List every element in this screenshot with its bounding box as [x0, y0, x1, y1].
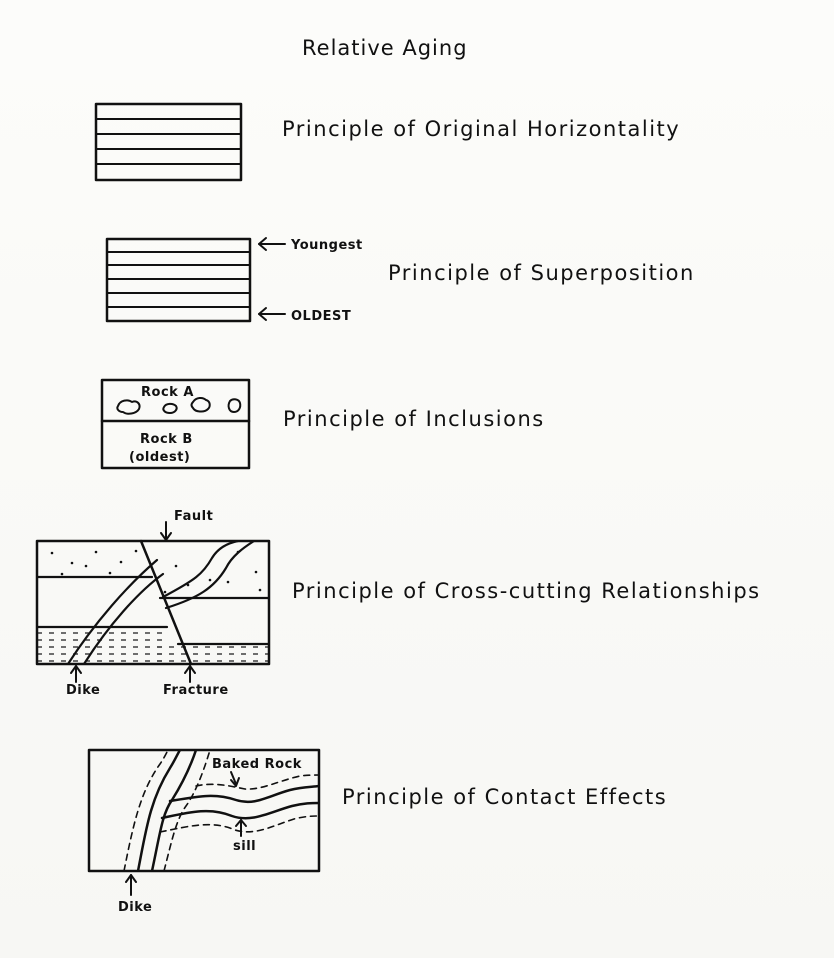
contact-effects-diagram: [87, 748, 321, 896]
inclusion-fragment: [227, 398, 242, 413]
dike-callout-2: Dike: [118, 900, 152, 915]
dike-callout: Dike: [66, 683, 100, 698]
crosscutting-diagram: [35, 521, 271, 683]
inclusion-fragment: [162, 402, 178, 414]
inclusion-fragment: [190, 396, 211, 413]
horizontality-label: Principle of Original Horizontality: [282, 117, 680, 141]
rock-b-label: Rock B: [140, 432, 193, 447]
baked-rock-callout: Baked Rock: [212, 757, 302, 772]
oldest-arrow: [258, 307, 286, 321]
superposition-label: Principle of Superposition: [388, 261, 695, 285]
rock-b-note: (oldest): [129, 450, 190, 465]
fracture-callout: Fracture: [163, 683, 229, 698]
fault-callout: Fault: [174, 509, 213, 524]
contact-effects-label: Principle of Contact Effects: [342, 785, 667, 809]
crosscutting-label: Principle of Cross-cutting Relationships: [292, 579, 761, 603]
superposition-diagram: [105, 237, 252, 323]
sill-callout: sill: [233, 839, 256, 854]
oldest-callout: OLDEST: [291, 309, 351, 324]
sandstone-dots: [50, 549, 262, 594]
inclusions-label: Principle of Inclusions: [283, 407, 545, 431]
page-title: Relative Aging: [302, 36, 468, 60]
fault-line: [139, 539, 193, 666]
youngest-callout: Youngest: [290, 238, 363, 253]
rock-a-label: Rock A: [141, 385, 194, 400]
inclusions-diagram: [100, 378, 251, 470]
youngest-arrow: [258, 237, 286, 251]
horizontality-diagram: [94, 102, 243, 182]
inclusion-fragment: [116, 399, 141, 415]
